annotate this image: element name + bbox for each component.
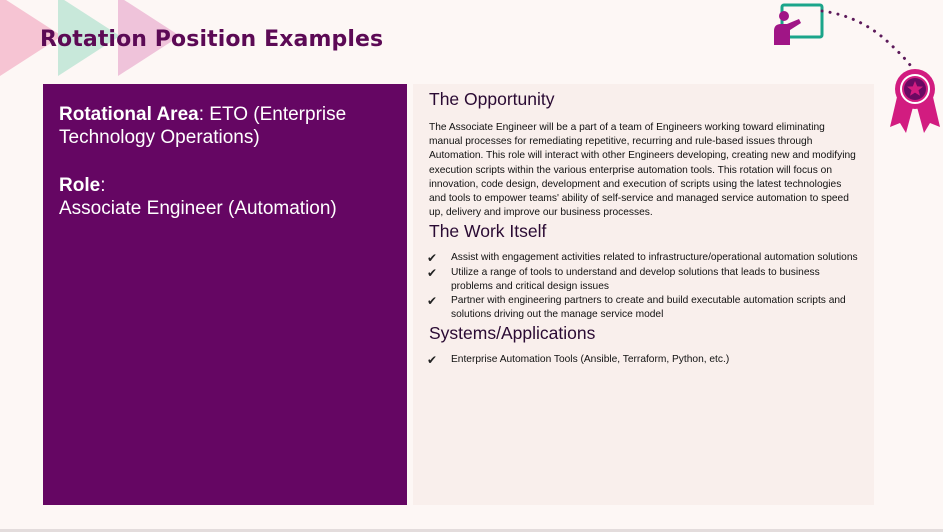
rotational-area-label: Rotational Area bbox=[59, 104, 199, 125]
check-icon: ✔ bbox=[427, 294, 438, 309]
work-itself-list: ✔Assist with engagement activities relat… bbox=[427, 251, 858, 322]
page-title: Rotation Position Examples bbox=[40, 27, 384, 52]
check-icon: ✔ bbox=[427, 265, 438, 280]
role-value: Associate Engineer (Automation) bbox=[59, 198, 337, 219]
bottom-rule bbox=[0, 529, 943, 532]
triangle-arrows-icon bbox=[0, 0, 180, 76]
check-icon: ✔ bbox=[427, 251, 438, 266]
list-item: ✔Partner with engineering partners to cr… bbox=[427, 294, 846, 321]
work-itself-heading: The Work Itself bbox=[429, 221, 547, 242]
systems-heading: Systems/Applications bbox=[429, 323, 596, 344]
check-icon: ✔ bbox=[427, 353, 438, 368]
opportunity-body: The Associate Engineer will be a part of… bbox=[429, 122, 856, 219]
opportunity-heading: The Opportunity bbox=[429, 89, 555, 109]
role-colon: : bbox=[100, 175, 106, 196]
list-item: ✔Utilize a range of tools to understand … bbox=[427, 265, 820, 292]
rotational-area: Rotational Area: ETO (Enterprise Technol… bbox=[59, 103, 391, 149]
list-item: ✔Enterprise Automation Tools (Ansible, T… bbox=[427, 353, 730, 368]
list-item: ✔Assist with engagement activities relat… bbox=[427, 251, 858, 266]
presenter-board-icon bbox=[774, 3, 824, 45]
role-line: Role: bbox=[59, 174, 391, 197]
systems-list: ✔Enterprise Automation Tools (Ansible, T… bbox=[427, 353, 858, 368]
dotted-connector bbox=[820, 9, 916, 76]
award-ribbon-icon bbox=[890, 69, 940, 133]
role-label: Role bbox=[59, 175, 101, 196]
role-summary-panel: Rotational Area: ETO (Enterprise Technol… bbox=[43, 84, 407, 505]
rotational-area-value: : ETO (Enterprise Technology Operations) bbox=[59, 104, 347, 148]
details-panel: The Opportunity The Associate Engineer w… bbox=[413, 84, 874, 505]
